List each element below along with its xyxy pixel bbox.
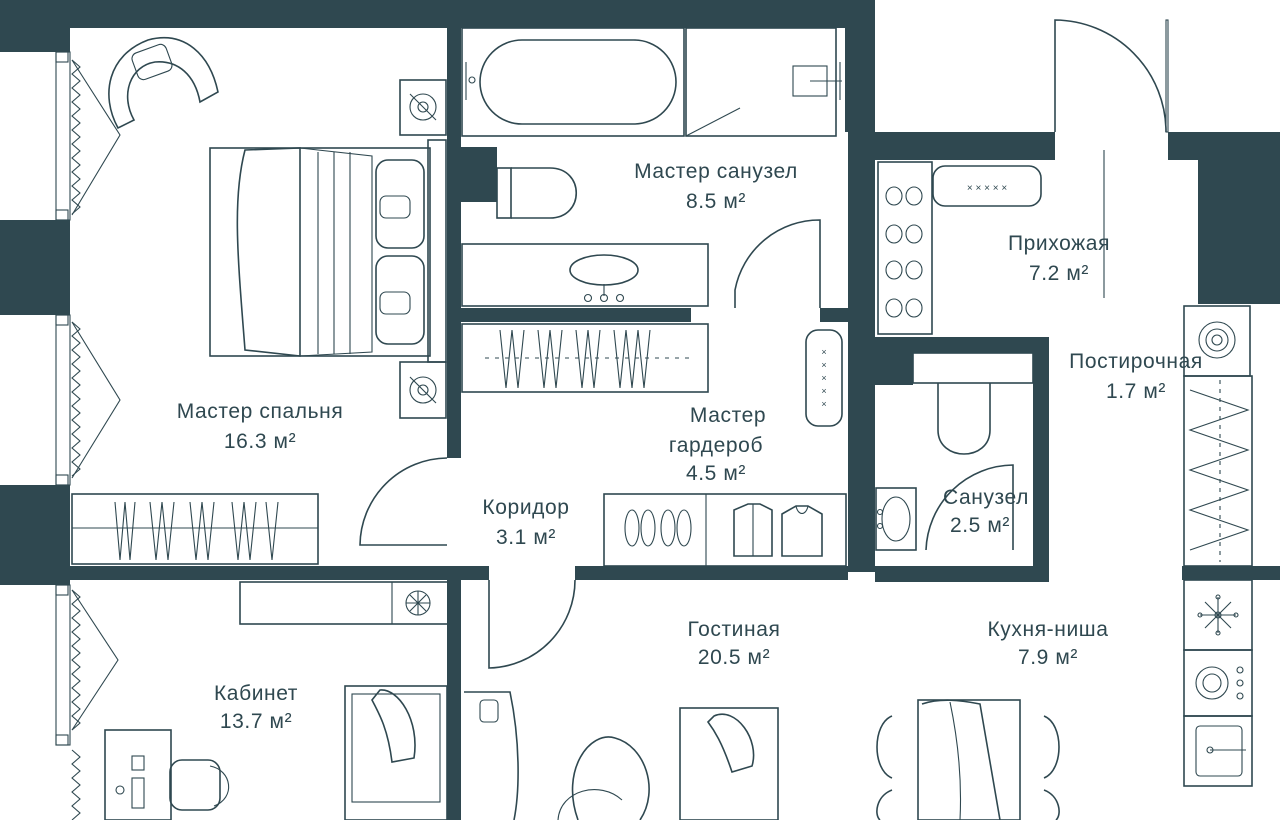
nightstand-lamp-icon (399, 361, 447, 419)
bathtub-icon (461, 27, 685, 137)
shoe-rack-icon (877, 161, 933, 335)
dining-table-icon (876, 699, 1060, 820)
armchair-icon (108, 37, 219, 130)
coffee-table-icon (557, 736, 650, 820)
door-swing (734, 219, 821, 308)
room-label-walk-in-closet: Мастер гардероб 4.5 м² (669, 404, 766, 485)
room-label-master-bathroom: Мастер санузел 8.5 м² (634, 160, 798, 213)
kitchen-sink-icon (1183, 715, 1253, 787)
room-area: 4.5 м² (686, 462, 746, 485)
room-name: Мастер спальня (177, 400, 344, 423)
wardrobe-icon (71, 493, 319, 565)
daybed-icon (344, 685, 448, 820)
cooktop-icon (1183, 649, 1253, 717)
room-area: 16.3 м² (224, 430, 296, 453)
sink-icon (875, 487, 917, 551)
room-label-study: Кабинет 13.7 м² (214, 682, 298, 733)
door-swing (925, 464, 1014, 551)
stove-icon (1183, 579, 1253, 651)
nightstand-lamp-icon (399, 79, 447, 136)
room-label-hallway: Прихожая 7.2 м² (1008, 232, 1110, 285)
room-name: Прихожая (1008, 232, 1110, 255)
room-label-master-bedroom: Мастер спальня 16.3 м² (177, 400, 344, 453)
wardrobe-rack-icon (461, 323, 709, 393)
shoe-shelf-icon (603, 493, 847, 567)
bench-icon: × × × × × (932, 165, 1042, 207)
room-label-corridor: Коридор 3.1 м² (482, 496, 569, 549)
toilet-icon (912, 352, 1034, 455)
room-area: 1.7 м² (1106, 380, 1166, 403)
room-label-living-room: Гостиная 20.5 м² (688, 618, 781, 669)
plant-icon (405, 590, 431, 616)
svg-text:× × × × ×: × × × × × (967, 183, 1007, 194)
room-label-laundry: Постирочная 1.7 м² (1069, 350, 1203, 403)
room-name-line2: гардероб (669, 434, 763, 457)
room-name: Коридор (482, 496, 569, 519)
svg-text:×: × (821, 399, 826, 409)
svg-text:×: × (821, 360, 826, 370)
svg-text:×: × (821, 373, 826, 383)
bench-icon: × × × × × (805, 329, 843, 427)
bed-icon (209, 139, 447, 363)
shower-icon (685, 27, 842, 137)
entry-door (1054, 19, 1169, 298)
room-name: Кухня-ниша (987, 618, 1108, 641)
desk-icon (104, 729, 172, 820)
storage-rack-icon (1183, 375, 1253, 567)
room-name: Санузел (943, 486, 1029, 509)
room-name: Постирочная (1069, 350, 1203, 373)
room-area: 8.5 м² (686, 190, 746, 213)
room-area: 7.2 м² (1029, 262, 1089, 285)
sink-icon (461, 243, 709, 307)
room-label-wc: Санузел 2.5 м² (943, 486, 1029, 537)
svg-text:×: × (821, 347, 826, 357)
door-swing (359, 457, 576, 669)
room-area: 20.5 м² (698, 646, 770, 669)
room-area: 2.5 м² (950, 514, 1010, 537)
toilet-icon (496, 167, 577, 219)
room-area: 3.1 м² (496, 526, 556, 549)
curtains (71, 59, 121, 820)
shirt-icon (733, 503, 823, 557)
windows-left (55, 51, 71, 746)
svg-text:×: × (821, 386, 826, 396)
room-name: Кабинет (214, 682, 298, 705)
sofa-icon (464, 691, 519, 820)
shelf-icon (239, 581, 449, 625)
room-name: Мастер санузел (634, 160, 798, 183)
room-name: Гостиная (688, 618, 781, 641)
room-area: 13.7 м² (220, 710, 292, 733)
armchair-icon (679, 707, 779, 820)
office-chair-icon (169, 759, 230, 811)
room-area: 7.9 м² (1018, 646, 1078, 669)
room-label-kitchen-niche: Кухня-ниша 7.9 м² (987, 618, 1108, 669)
room-name: Мастер (690, 404, 766, 427)
